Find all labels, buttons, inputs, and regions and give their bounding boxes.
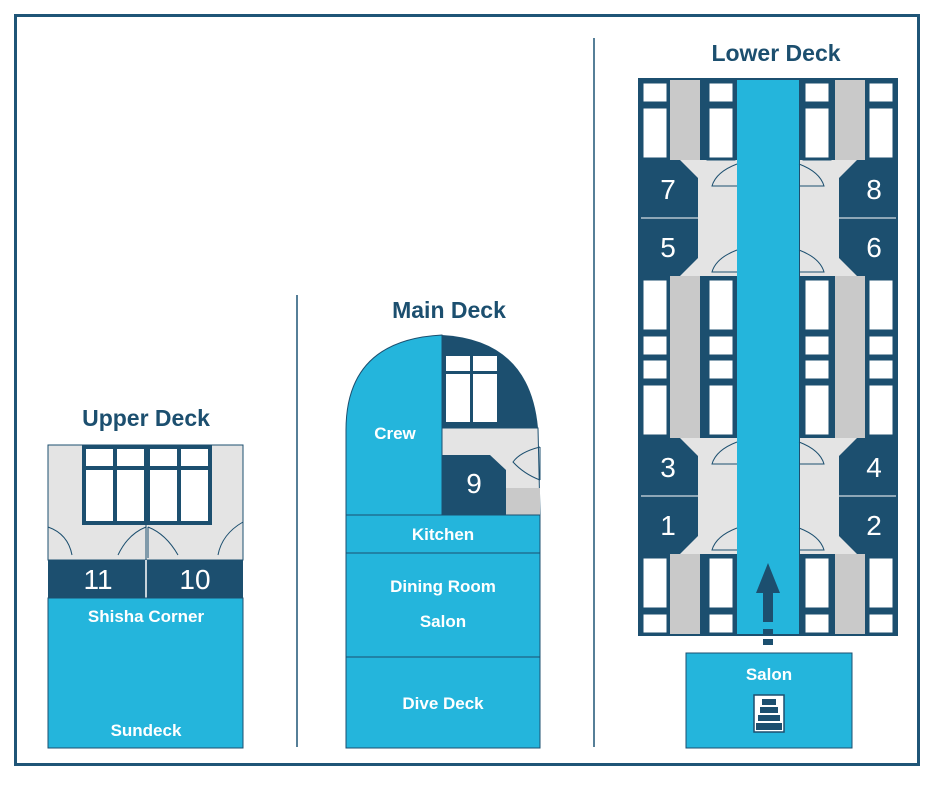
bed-icon (86, 449, 208, 521)
cabin-7 (641, 160, 698, 218)
dining-salon-area (345, 552, 541, 658)
door-swing-icon (711, 163, 825, 551)
main-deck-title: Main Deck (392, 297, 506, 323)
cabin-5 (641, 218, 698, 276)
cabin-3-number: 3 (660, 452, 676, 483)
bed-icon (446, 356, 497, 422)
cabin-8 (839, 160, 896, 218)
lower-deck: Lower Deck (638, 40, 898, 749)
dive-deck-label: Dive Deck (402, 694, 484, 713)
kitchen-area (345, 514, 541, 554)
cabin-7-number: 7 (660, 174, 676, 205)
upper-deck-title: Upper Deck (82, 405, 210, 431)
cabin-8-number: 8 (866, 174, 882, 205)
crew-area (345, 334, 443, 516)
kitchen-label: Kitchen (412, 525, 474, 544)
central-corridor (737, 80, 799, 634)
cabin-5-number: 5 (660, 232, 676, 263)
lower-deck-title: Lower Deck (711, 40, 840, 66)
cabin-4-number: 4 (866, 452, 882, 483)
diagram-frame (14, 14, 920, 766)
upper-deck: Upper Deck 11 10 Shisha Corner Sundeck (47, 405, 244, 749)
cabin-11-number: 11 (83, 564, 112, 595)
cabin-9 (442, 455, 506, 515)
sundeck-label: Sundeck (111, 721, 182, 740)
door-swing-icon (512, 446, 541, 481)
cabin-10-number: 10 (179, 564, 210, 595)
cabin-6-number: 6 (866, 232, 882, 263)
door-swing-icon (47, 521, 244, 558)
stairs-icon (753, 694, 785, 733)
sundeck-area (47, 597, 244, 749)
cabin-3 (641, 438, 698, 496)
main-deck: Main Deck 9 Crew Kitchen Dining Room Sal… (345, 297, 541, 749)
dining-room-label: Dining Room (390, 577, 496, 596)
cabin-1-number: 1 (660, 510, 676, 541)
cabin-2 (839, 496, 896, 554)
crew-label: Crew (374, 424, 416, 443)
arrow-up-icon (756, 563, 780, 645)
dive-deck-area (345, 656, 541, 749)
cabin-2-number: 2 (866, 510, 882, 541)
salon-label: Salon (420, 612, 466, 631)
cabin-1 (641, 496, 698, 554)
cabin-4 (839, 438, 896, 496)
lower-salon-label: Salon (746, 665, 792, 684)
cabin-9-number: 9 (466, 468, 482, 499)
shisha-corner-label: Shisha Corner (88, 607, 205, 626)
cabin-6 (839, 218, 896, 276)
